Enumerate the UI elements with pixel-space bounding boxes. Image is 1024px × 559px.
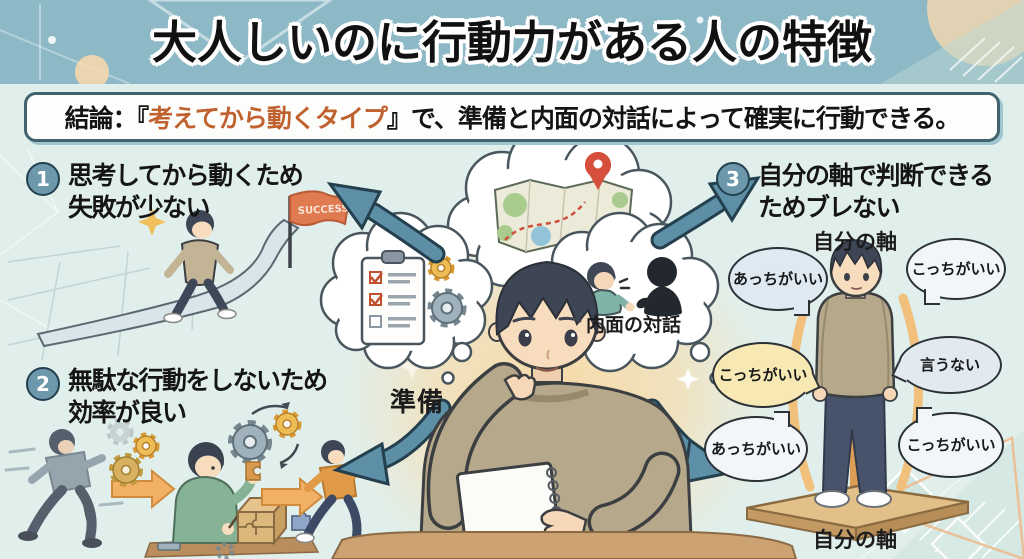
conclusion-suffix: 』で、準備と内面の対話によって確実に行動できる。 (386, 104, 961, 133)
dialogue-silhouette (636, 257, 682, 317)
inner-dialogue-label: 内面の対話 (586, 314, 682, 336)
gears-small (106, 418, 160, 487)
svg-text:SUCCESS: SUCCESS (298, 203, 349, 217)
point-3-text: 自分の軸で判断できるためブレない (758, 161, 994, 222)
conclusion-highlight: 考えてから動くタイプ (148, 104, 388, 133)
scene-success-path: SUCCESS (7, 190, 352, 361)
arrow-bottom-left (332, 398, 452, 487)
speech-bubble-5: あっちがいい (704, 416, 808, 482)
center-person (330, 260, 798, 559)
point-1: 1 思考してから動くため失敗が少ない (26, 160, 304, 224)
gear-icon-gray (427, 288, 467, 328)
dialogue-speaker (584, 262, 635, 316)
speech-bubble-6: こっちがいい (898, 412, 1004, 478)
walking-person (163, 210, 237, 324)
arrow-top-left (326, 181, 446, 264)
point-2-text: 無駄な行動をしないため効率が良い (68, 366, 328, 427)
point-2: 2 無駄な行動をしないため効率が良い (26, 365, 328, 429)
runner-left (4, 429, 124, 548)
own-axis-label-bottom: 自分の軸 (813, 528, 897, 552)
banner-decor (0, 0, 1024, 84)
conclusion-prefix: 結論：『 (64, 104, 150, 133)
speech-bubble-1: あっちがいい (728, 247, 828, 311)
own-axis-label-top: 自分の軸 (813, 230, 897, 254)
header-banner: 大人しいのに行動力がある人の特徴 (0, 0, 1024, 84)
point-1-number: 1 (26, 162, 60, 196)
point-3-number: 3 (716, 162, 750, 196)
speech-bubble-2: こっちがいい (906, 238, 1006, 300)
conclusion-box: 結論：『考えてから動くタイプ』で、準備と内面の対話によって確実に行動できる。 (24, 92, 1000, 142)
gears-big (228, 402, 302, 469)
page-title: 大人しいのに行動力がある人の特徴 (151, 16, 872, 69)
map-pin-icon (584, 152, 611, 190)
point-2-number: 2 (26, 367, 60, 401)
point-3: 3 自分の軸で判断できるためブレない (716, 160, 994, 224)
point-1-text: 思考してから動くため失敗が少ない (68, 161, 304, 222)
preparation-label: 準備 (390, 388, 445, 418)
speech-bubble-3: こっちがいい (712, 342, 814, 408)
standing-person (812, 239, 898, 508)
speech-bubble-4: 言うない (898, 336, 1002, 394)
